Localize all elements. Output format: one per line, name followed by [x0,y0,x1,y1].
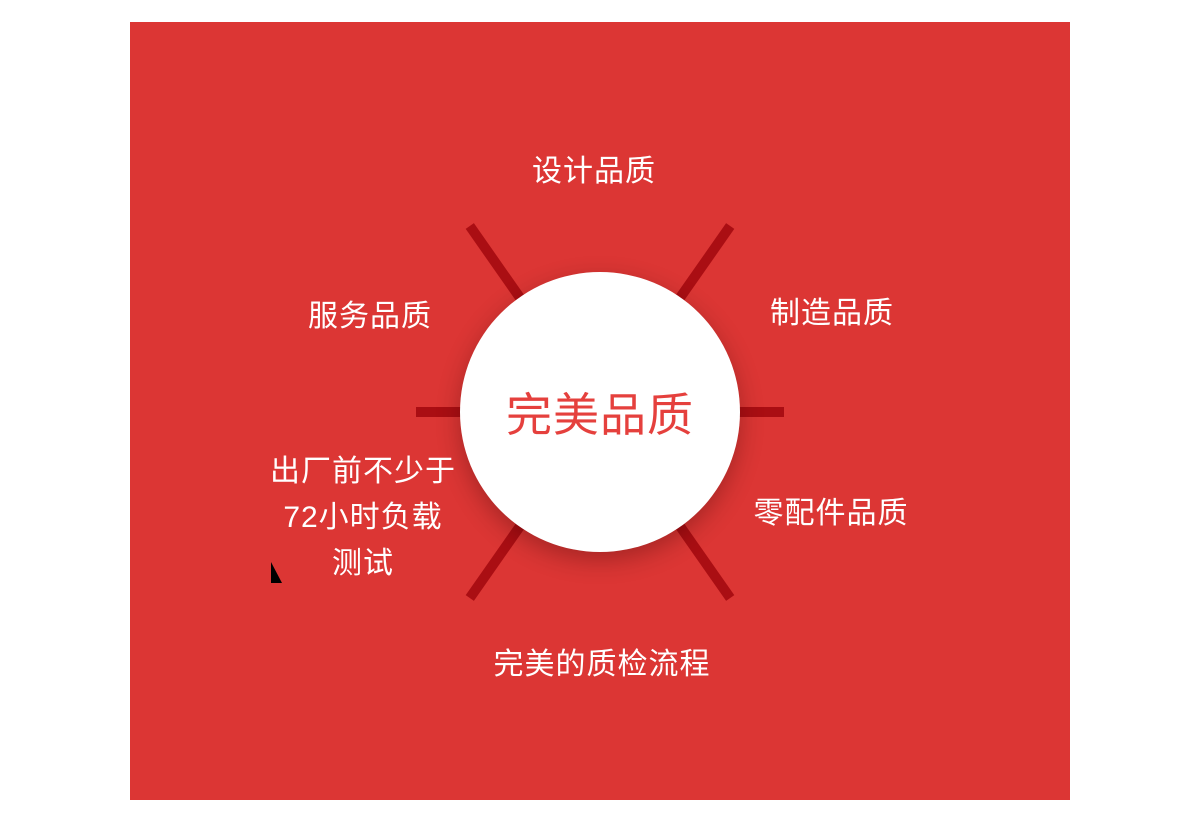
hub-label: 完美品质 [506,389,694,441]
mouse-cursor-icon [271,562,282,583]
label-load-test-line2: 72小时负载 [283,501,443,534]
label-inspection-process: 完美的质检流程 [493,648,711,681]
hub-circle: 完美品质 [460,272,740,552]
label-load-test: 出厂前不少于 72小时负载 测试 [270,449,456,587]
label-design-quality: 设计品质 [532,155,656,188]
label-service-quality: 服务品质 [308,300,432,333]
label-load-test-line1: 出厂前不少于 [270,455,456,488]
quality-diagram-canvas: 完美品质 设计品质 服务品质 制造品质 零配件品质 完美的质检流程 出厂前不少于… [130,22,1070,800]
label-manufacturing-quality: 制造品质 [770,297,894,330]
label-load-test-line3: 测试 [332,547,394,580]
label-parts-quality: 零配件品质 [753,497,909,530]
